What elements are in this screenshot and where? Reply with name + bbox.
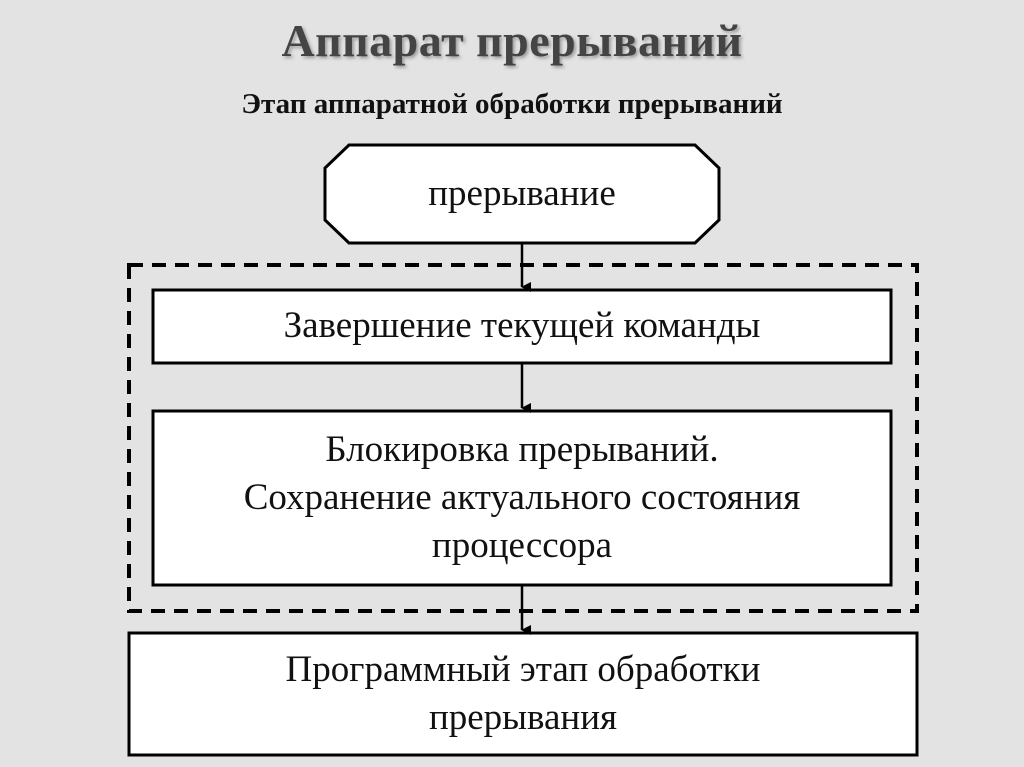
- step-2-line-3: процессора: [431, 525, 613, 567]
- step-2-line-2: Сохранение актуального состояния: [243, 476, 801, 518]
- end-line-1: Программный этап обработки: [285, 648, 761, 690]
- end-box: [127, 631, 919, 757]
- step-2-line-1: Блокировка прерываний.: [325, 428, 719, 470]
- step-1-label-text: Завершение текущей команды: [283, 305, 761, 347]
- start-label-text: прерывание: [428, 172, 616, 214]
- start-terminator-shape: [323, 143, 721, 245]
- step-2-box: [151, 409, 893, 587]
- slide-subtitle: Этап аппаратной обработки прерываний: [241, 88, 783, 120]
- end-line-2: прерывания: [428, 697, 618, 738]
- end-label: Программный этап обработки прерывания: [129, 633, 917, 755]
- start-label: прерывание: [325, 145, 719, 243]
- step-2-label: Блокировка прерываний. Сохранение актуал…: [153, 411, 891, 585]
- step-1-label: Завершение текущей команды: [153, 290, 891, 363]
- slide-title: Аппарат прерываний: [281, 15, 743, 66]
